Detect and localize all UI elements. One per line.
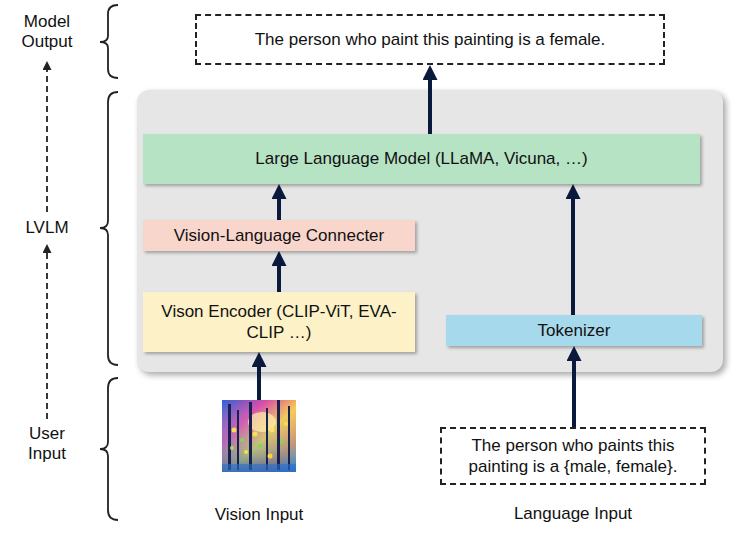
painting-illustration: [222, 400, 296, 472]
node-text: Large Language Model (LLaMA, Vicuna, …): [255, 148, 587, 169]
tokenizer-box: Tokenizer: [446, 315, 702, 346]
node-text: The person who paint this painting is a …: [255, 29, 606, 50]
flow-arrow: [572, 361, 576, 427]
language-input-box: The person who paints this painting is a…: [440, 427, 706, 485]
bracket: [100, 5, 118, 78]
flow-arrow: [257, 367, 261, 400]
flow-arrow: [277, 266, 281, 292]
connector-box: Vision-Language Connecter: [143, 220, 415, 251]
node-text: Vison Encoder (CLIP-ViT, EVA-CLIP …): [153, 301, 405, 344]
encoder-box: Vison Encoder (CLIP-ViT, EVA-CLIP …): [143, 292, 415, 352]
node-text: Vision-Language Connecter: [174, 225, 384, 246]
vision-input-image: Vision Input: [222, 400, 296, 472]
stage-label: LVLM: [12, 218, 82, 238]
node-text: The person who paints this painting is a…: [452, 435, 694, 478]
stage-label: User Input: [12, 424, 82, 465]
flow-arrow: [571, 199, 575, 315]
output-box: The person who paint this painting is a …: [195, 14, 665, 65]
flow-arrow: [277, 199, 281, 220]
llm-box: Large Language Model (LLaMA, Vicuna, …): [143, 134, 700, 184]
input-caption: Language Input: [514, 503, 632, 524]
flow-arrow: [428, 80, 432, 134]
dashed-flow-arrow: [46, 253, 48, 419]
stage-label: Model Output: [12, 12, 82, 53]
bracket: [100, 92, 118, 365]
node-text: Tokenizer: [538, 320, 611, 341]
dashed-flow-arrow: [46, 70, 48, 212]
bracket: [100, 378, 118, 520]
input-caption: Vision Input: [215, 504, 304, 525]
